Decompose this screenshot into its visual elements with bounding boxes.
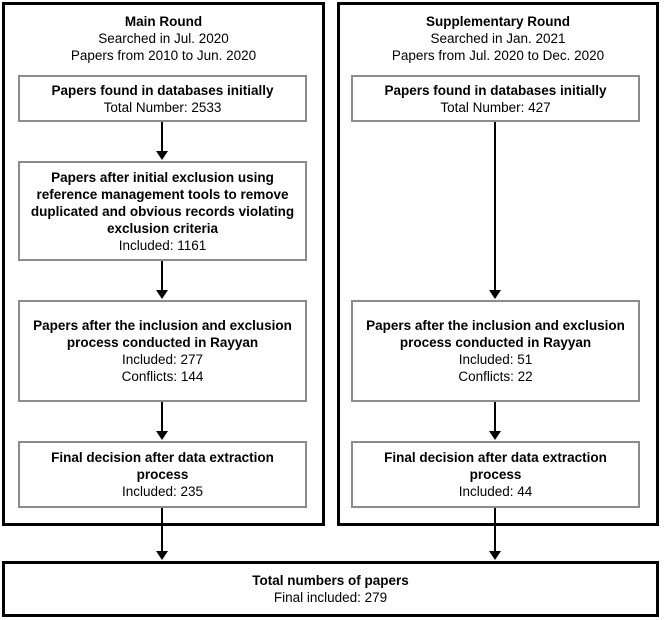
supp-box-final-decision: Final decision after data extraction pro… (351, 441, 640, 508)
panel-title: Supplementary Round (425, 14, 570, 29)
box-stat: Conflicts: 22 (458, 369, 533, 384)
down-arrow (156, 508, 168, 560)
box-title: Papers after the inclusion and exclusion… (366, 318, 625, 350)
main-box-databases: Papers found in databases initially Tota… (18, 75, 307, 122)
main-box-initial-exclusion: Papers after initial exclusion using ref… (18, 161, 307, 261)
search-date: Searched in Jan. 2021 (430, 31, 566, 46)
down-arrow (156, 402, 168, 440)
supplementary-round-header: Supplementary Round Searched in Jan. 202… (340, 13, 656, 64)
total-papers-box: Total numbers of papers Final included: … (2, 561, 659, 617)
down-arrow (489, 508, 501, 560)
main-box-final-decision: Final decision after data extraction pro… (18, 441, 307, 508)
search-date: Searched in Jul. 2020 (98, 31, 229, 46)
supp-box-databases: Papers found in databases initially Tota… (351, 75, 640, 122)
box-title: Total numbers of papers (252, 573, 409, 588)
box-stat: Included: 277 (121, 352, 204, 367)
box-stat: Conflicts: 144 (121, 369, 204, 384)
down-arrow (489, 122, 501, 299)
main-round-panel: Main Round Searched in Jul. 2020 Papers … (2, 2, 325, 526)
main-round-header: Main Round Searched in Jul. 2020 Papers … (5, 13, 322, 64)
box-stat: Total Number: 2533 (103, 99, 222, 115)
down-arrow (156, 261, 168, 299)
panel-title: Main Round (124, 14, 203, 29)
box-title: Papers found in databases initially (384, 82, 607, 98)
down-arrow (489, 402, 501, 440)
down-arrow (156, 122, 168, 160)
box-title: Final decision after data extraction pro… (51, 450, 274, 482)
box-stat: Final included: 279 (273, 590, 388, 605)
date-range: Papers from Jul. 2020 to Dec. 2020 (391, 48, 605, 63)
box-stat: Included: 1161 (118, 237, 207, 253)
box-title: Papers after the inclusion and exclusion… (33, 318, 292, 350)
box-title: Papers found in databases initially (51, 82, 274, 98)
box-stat: Total Number: 427 (440, 99, 551, 115)
supplementary-round-panel: Supplementary Round Searched in Jan. 202… (337, 2, 659, 526)
box-title: Papers after initial exclusion using ref… (30, 169, 295, 236)
box-stat: Included: 44 (458, 484, 533, 499)
date-range: Papers from 2010 to Jun. 2020 (70, 48, 257, 63)
box-title: Final decision after data extraction pro… (384, 450, 607, 482)
box-stat: Included: 235 (121, 484, 204, 499)
supp-box-rayyan: Papers after the inclusion and exclusion… (351, 300, 640, 402)
main-box-rayyan: Papers after the inclusion and exclusion… (18, 300, 307, 402)
box-stat: Included: 51 (458, 352, 533, 367)
